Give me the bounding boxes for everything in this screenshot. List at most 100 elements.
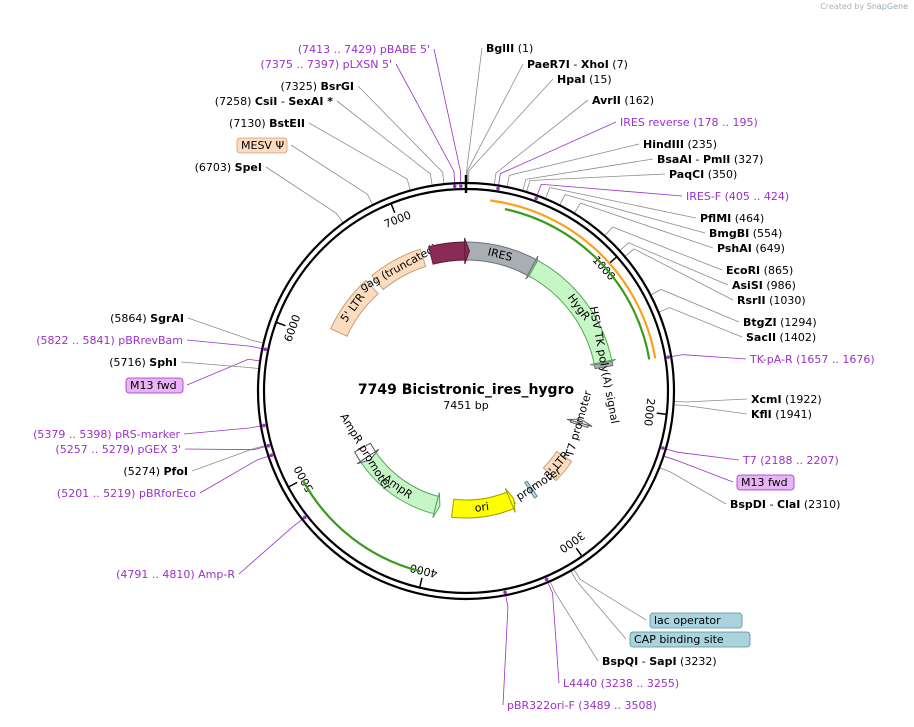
leader-line [493,99,589,185]
leader-line [673,398,748,403]
label-text: pBRforEco [139,487,196,500]
credit-prefix: Created by [820,2,865,11]
leader-line [650,289,740,323]
feature-block [542,450,573,482]
enzyme-label: BsaAI - PmlI (327) [657,153,763,166]
label-text: T7 [742,454,757,467]
feature-arc [490,199,657,359]
primer-label: pBR322ori-F (3489 .. 3508) [507,699,657,712]
feature-arcs [301,199,657,573]
feature-block [451,491,515,519]
leader-line [604,226,723,271]
leader-line [187,317,264,344]
leader-line [671,354,747,360]
tag-text: MESV Ψ [241,139,284,152]
label-pos: (7130) [229,117,269,130]
label-text: SacII [746,331,776,344]
leader-line [336,100,433,186]
tag-box [629,631,751,648]
enzyme-label: RsrII (1030) [737,294,806,307]
label-text: HpaI [557,73,586,86]
enzyme-label: BmgBI (554) [709,227,782,240]
primer-label: IRES-F (405 .. 424) [686,190,789,203]
primer-mark [266,443,271,448]
tag-text: lac operator [654,614,721,627]
label-sep: - [638,655,649,668]
enzyme-label: BspDI - ClaI (2310) [730,498,840,511]
label-text: BsaAI [657,153,692,166]
label-pos: (5257 .. 5279) [55,443,137,456]
feature-block [330,279,379,337]
leader-line [180,361,260,370]
primer-label: (5822 .. 5841) pBRrevBam [36,334,183,347]
feature-label: IRES [486,245,513,264]
enzyme-label: AsiSI (986) [732,279,796,292]
label-text: BmgBI (554) [709,227,782,240]
leader-line [502,595,509,706]
label-text: AvrII [592,94,621,107]
tick-mark [608,256,618,264]
primer-label: (7413 .. 7429) pBABE 5' [298,43,430,56]
label-text: BspDI - ClaI (2310) [730,498,840,511]
primer-mark [503,590,507,595]
tick-mark [656,412,667,416]
feature-arc [504,208,651,360]
leader-line [265,166,344,224]
leader-line [673,404,748,415]
label-text: PshAI [717,242,752,255]
leader-line [191,445,266,472]
leader-line [624,248,734,301]
label-text: KflI (1941) [751,408,812,421]
enzyme-label: XcmI (1922) [751,393,822,406]
enzyme-label: (7325) BsrGI [280,80,354,93]
primer-mark [452,184,457,189]
leader-line [659,467,727,505]
primer-mark [534,196,538,201]
label-pos: (350) [704,168,737,181]
label-text: CsiI [255,95,277,108]
label-text: (5274) PfoI [123,465,188,478]
tag-text: M13 fwd [130,379,177,392]
enzyme-label: PaeR7I - XhoI (7) [527,58,628,71]
leader-line [290,144,374,206]
label-text: AvrII (162) [592,94,654,107]
leader-line [526,173,666,193]
label-text: PaqCI (350) [669,168,737,181]
label-pos: (7413 .. 7429) [298,43,380,56]
label-pos: (1) [514,42,533,55]
label-pos: (7325) [280,80,320,93]
credit-brand: SnapGene [866,2,908,11]
label-pos: (327) [730,153,763,166]
primer-mark [302,515,307,520]
primer-mark [661,446,665,450]
tick-label: 7000 [382,208,413,230]
enzyme-label: KflI (1941) [751,408,812,421]
leader-line [395,63,456,184]
label-pos: (4791 .. 4810) [116,568,198,581]
enzyme-label: PaqCI (350) [669,168,737,181]
label-text: SpeI [235,161,262,174]
label-text: (7413 .. 7429) pBABE 5' [298,43,430,56]
label-pos: (5274) [123,465,163,478]
leader-line [186,358,261,386]
feature-block [371,248,427,291]
feature-tag: M13 fwd [125,377,184,394]
enzyme-label: PshAI (649) [717,242,785,255]
label-text: BspQI - SapI (3232) [602,655,717,668]
label-pos: (178 .. 195) [690,116,758,129]
leader-line [238,518,303,575]
enzyme-label: BtgZI (1294) [743,316,817,329]
leader-line [186,339,263,350]
label-pos: (5379 .. 5398) [33,428,115,441]
feature-block [427,241,466,265]
feature-tag: MESV Ψ [236,137,288,154]
label-text: pBR322ori-F [507,699,575,712]
label-pos: (3489 .. 3508) [575,699,657,712]
leader-line [433,48,462,184]
label-text: pBRrevBam [118,334,183,347]
leader-line [536,183,683,197]
feature-label: AmpR promoter [337,411,394,493]
tick-label: 2000 [641,398,657,427]
label-text: PaeR7I - XhoI (7) [527,58,628,71]
leader-line [658,307,743,338]
